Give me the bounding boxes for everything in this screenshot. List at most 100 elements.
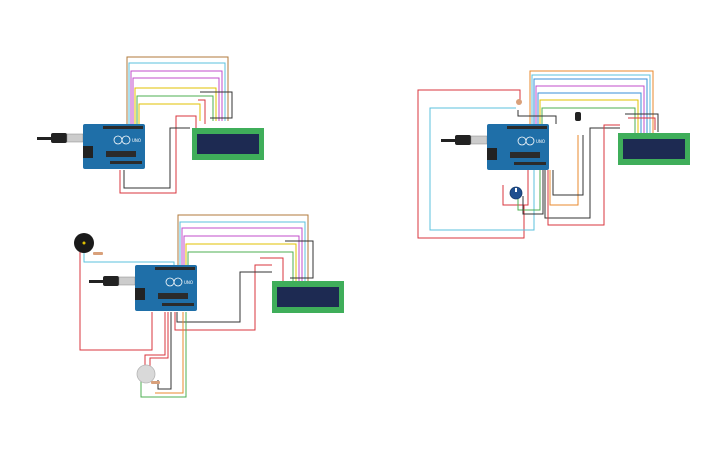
power-jack [487,148,497,160]
microcontroller-chip [106,151,136,157]
digital-header [103,126,143,129]
wire[interactable] [260,257,284,283]
wire[interactable] [130,70,223,124]
wire[interactable] [123,127,190,189]
wire[interactable] [625,113,659,132]
wire[interactable] [155,312,184,394]
resistor[interactable] [516,99,522,105]
piezo-center [82,241,86,245]
wire[interactable] [119,115,197,194]
wire[interactable] [187,251,294,281]
arduino-logo-icon [121,135,131,145]
usb-connector [66,133,84,143]
wire[interactable] [522,170,544,215]
arduino-board [83,124,145,169]
digital-header [155,267,195,270]
usb-plug [103,276,119,286]
resistor-body [151,381,160,384]
wire[interactable] [535,85,645,135]
wire[interactable] [134,87,217,124]
arduino-uno[interactable]: UNO [487,124,549,170]
usb-plug [51,133,67,143]
wire[interactable] [181,227,303,281]
temp-sensor-body [575,112,581,121]
usb-cable-wire [441,139,455,142]
usb-cable [89,276,136,286]
wire[interactable] [533,78,648,135]
lcd-screen [197,134,259,154]
wire[interactable] [544,127,620,219]
analog-header [162,303,194,306]
analog-header [110,161,142,164]
wire[interactable] [174,264,272,331]
arduino-logo-text: UNO [536,139,545,144]
wire[interactable] [177,214,309,281]
analog-header [514,162,546,165]
arduino-uno[interactable]: UNO [135,265,197,311]
wire[interactable] [138,103,201,124]
arduino-uno[interactable]: UNO [83,124,145,169]
wire[interactable] [198,99,206,124]
wire[interactable] [140,312,187,398]
wire[interactable] [79,252,153,351]
wires-bottom-left [79,214,314,398]
temperature-sensor[interactable] [575,112,581,121]
wire[interactable] [132,77,220,124]
lcd-16x2[interactable] [618,133,690,165]
arduino-logo-text: UNO [184,280,193,285]
usb-cable [441,135,488,145]
wires-right [417,70,659,239]
pushbutton-cap [136,364,156,384]
digital-header [507,126,547,129]
piezo-buzzer[interactable] [74,233,94,253]
wire[interactable] [149,312,169,366]
wires-top-left [119,56,233,194]
microcontroller-chip [510,152,540,158]
microcontroller-chip [158,293,188,299]
circuit-bottom-left[interactable]: UNO [74,214,344,398]
resistor-body [93,252,103,255]
arduino-board [135,265,197,311]
arduino-logo-text: UNO [132,138,141,143]
wire[interactable] [144,312,166,366]
wire[interactable] [285,240,314,279]
wire[interactable] [547,124,620,226]
wire[interactable] [179,221,306,281]
resistor-body [516,99,522,105]
arduino-board [487,124,549,170]
arduino-logo-icon [173,277,183,287]
lcd-16x2[interactable] [192,128,264,160]
wire[interactable] [628,117,656,130]
pushbutton[interactable] [136,364,160,384]
wire[interactable] [417,89,525,239]
arduino-logo-icon [525,136,535,146]
wire[interactable] [126,56,229,124]
potentiometer-knob [509,186,523,200]
potentiometer[interactable] [509,186,523,200]
circuit-right[interactable]: UNO [417,70,690,239]
circuit-top-left[interactable]: UNO [37,56,264,194]
power-jack [135,288,145,300]
wire[interactable] [531,74,651,135]
wire[interactable] [157,312,172,390]
lcd-16x2[interactable] [272,281,344,313]
wire[interactable] [517,110,557,124]
wire[interactable] [200,91,233,119]
wire[interactable] [517,170,541,211]
potentiometer-indicator [515,188,517,192]
wire[interactable] [549,135,579,206]
lcd-screen [623,139,685,159]
wire[interactable] [176,271,272,323]
resistor[interactable] [93,252,103,255]
usb-connector [118,276,136,286]
wire[interactable] [502,170,529,206]
wire[interactable] [183,235,300,281]
wire[interactable] [529,70,654,135]
wire[interactable] [136,95,214,124]
wire[interactable] [552,135,584,196]
usb-cable-wire [89,280,103,283]
lcd-screen [277,287,339,307]
wire[interactable] [185,243,297,281]
